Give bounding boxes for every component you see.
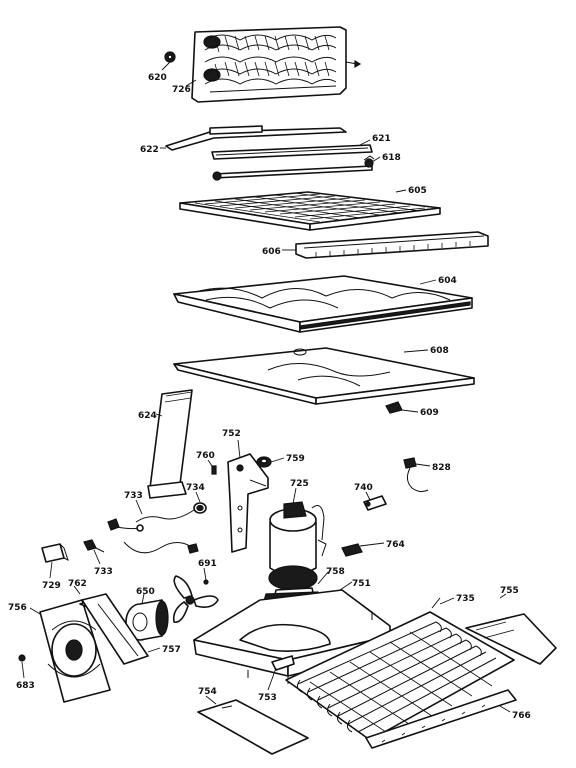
label-733-upper: 733 [124, 491, 143, 501]
label-622: 622 [140, 145, 159, 155]
label-620: 620 [148, 73, 167, 83]
label-691: 691 [198, 559, 217, 569]
label-604: 604 [438, 276, 457, 286]
label-752: 752 [222, 429, 241, 439]
label-755: 755 [500, 586, 519, 596]
label-828: 828 [432, 463, 451, 473]
wire-828 [403, 457, 429, 493]
pan-766 [365, 689, 517, 749]
label-764: 764 [386, 540, 405, 550]
label-609: 609 [420, 408, 439, 418]
fan-shroud-756 [39, 599, 111, 703]
duct-624 [147, 389, 193, 499]
label-606: 606 [262, 247, 281, 257]
label-766: 766 [512, 711, 531, 721]
clip-609 [385, 401, 403, 414]
terminal-764 [341, 543, 363, 557]
label-757: 757 [162, 645, 181, 655]
shelf-605 [179, 191, 441, 231]
overload-734 [193, 502, 207, 514]
label-735: 735 [456, 594, 475, 604]
condenser-coil-735 [285, 597, 515, 741]
label-621: 621 [372, 134, 391, 144]
plate-755 [465, 613, 557, 665]
label-683: 683 [16, 681, 35, 691]
label-756: 756 [8, 603, 27, 613]
label-762: 762 [68, 579, 87, 589]
label-624: 624 [138, 411, 157, 421]
wiring-harness-733 [107, 509, 199, 554]
relay-740 [363, 495, 387, 511]
fan-blade-691 [172, 575, 219, 623]
cover-754 [197, 699, 309, 755]
fan-motor-650 [125, 599, 169, 641]
baffle-757 [81, 593, 149, 665]
rod-618 [212, 155, 375, 181]
evaporator-coil [191, 26, 362, 103]
label-758: 758 [326, 567, 345, 577]
screw-683 [18, 654, 26, 662]
rail-622 [165, 125, 347, 151]
bracket-752 [227, 453, 269, 553]
label-754: 754 [198, 687, 217, 697]
part-labels: 620 726 622 621 618 605 606 604 608 609 … [8, 73, 531, 721]
label-751: 751 [352, 579, 371, 589]
label-740: 740 [354, 483, 373, 493]
label-760: 760 [196, 451, 215, 461]
pan-604 [173, 275, 473, 333]
label-726: 726 [172, 85, 191, 95]
pin-760 [211, 465, 217, 475]
leader-lines [21, 61, 511, 713]
capacitor-729 [41, 543, 69, 563]
label-729: 729 [42, 581, 61, 591]
label-605: 605 [408, 186, 427, 196]
label-759: 759 [286, 454, 305, 464]
bracket-753 [271, 655, 295, 671]
grommet-759 [256, 456, 272, 468]
label-734: 734 [186, 483, 205, 493]
cover-606 [295, 231, 489, 259]
label-733-lower: 733 [94, 567, 113, 577]
label-725: 725 [290, 479, 309, 489]
rail-621 [211, 144, 373, 160]
label-650: 650 [136, 587, 155, 597]
label-753: 753 [258, 693, 277, 703]
label-608: 608 [430, 346, 449, 356]
fitting-620 [164, 51, 176, 63]
tray-608 [173, 347, 475, 405]
connector-733 [83, 539, 105, 553]
label-618: 618 [382, 153, 401, 163]
